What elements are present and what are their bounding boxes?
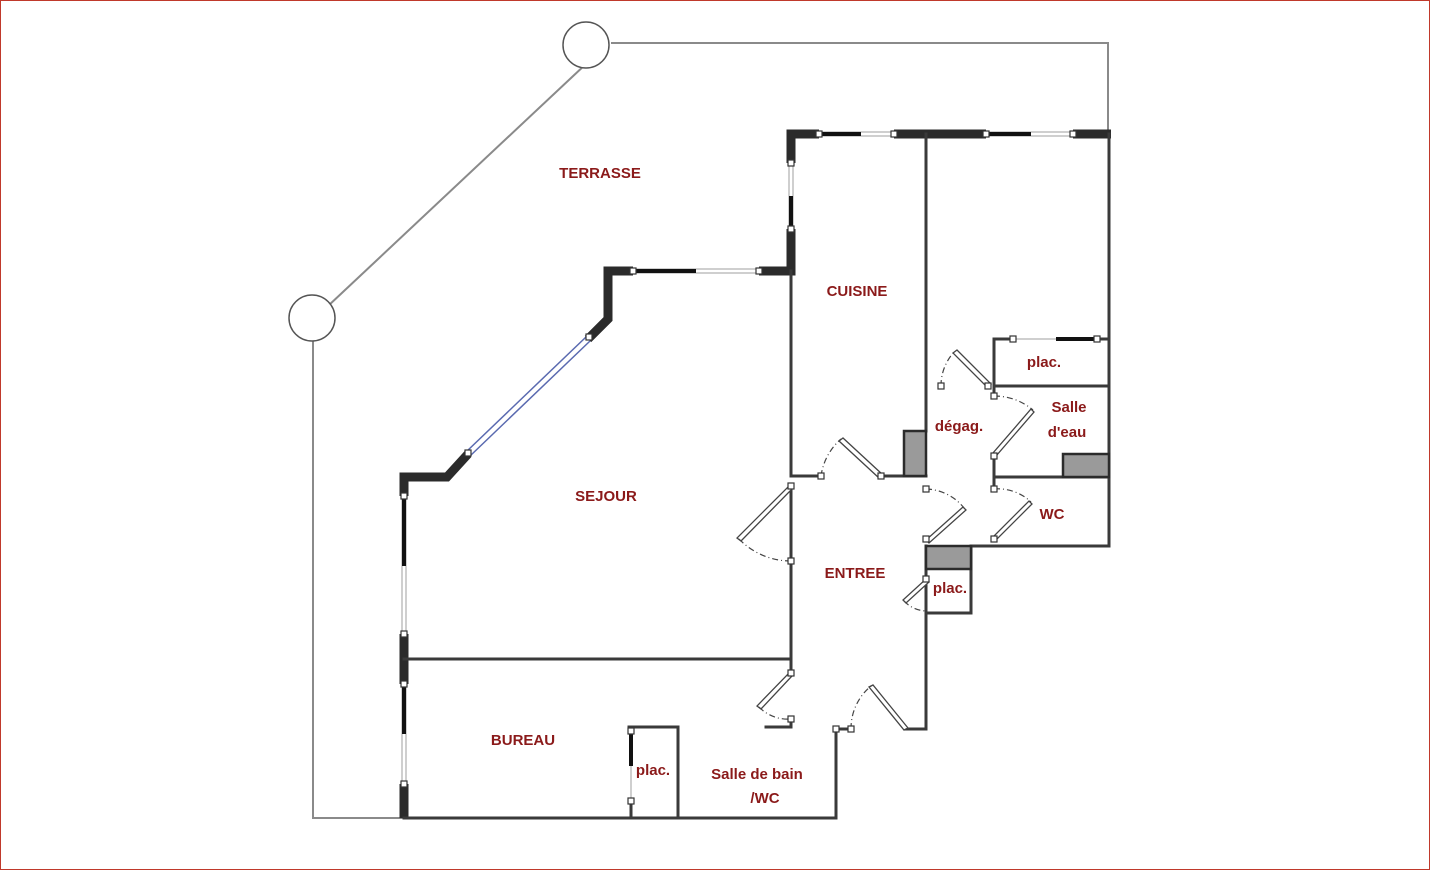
exterior-walls <box>399 129 1111 818</box>
terrace-column-top <box>562 21 610 69</box>
door-entree-degagement <box>925 488 967 544</box>
label-cuisine: CUISINE <box>827 283 888 300</box>
label-sejour: SEJOUR <box>575 488 637 505</box>
jambs <box>400 130 1101 805</box>
door-bureau <box>756 672 793 720</box>
duct-cuisine <box>902 429 928 478</box>
label-bureau: BUREAU <box>491 732 555 749</box>
interior-walls <box>402 132 1111 820</box>
label-degagement: dégag. <box>935 418 983 435</box>
label-placard-top: plac. <box>1027 354 1061 371</box>
doors <box>736 349 1035 731</box>
label-salle-bain-2: /WC <box>750 790 779 807</box>
label-placard-entree: plac. <box>933 580 967 597</box>
duct-entree <box>924 544 973 571</box>
label-wc: WC <box>1040 506 1065 523</box>
label-terrasse: TERRASSE <box>559 165 641 182</box>
label-entree: ENTREE <box>825 565 886 582</box>
terrace-column-left <box>288 294 336 342</box>
label-salle-eau-2: d'eau <box>1048 424 1087 441</box>
door-cuisine <box>820 437 885 479</box>
room-labels: TERRASSE CUISINE SEJOUR ENTREE BUREAU dé… <box>491 165 1087 807</box>
door-salle-eau <box>992 395 1035 457</box>
door-sejour <box>736 485 793 562</box>
label-salle-bain-1: Salle de bain <box>711 766 803 783</box>
door-degagement <box>940 349 992 388</box>
terrace-outline <box>288 21 1109 819</box>
label-salle-eau-1: Salle <box>1051 399 1086 416</box>
door-salle-bain <box>850 684 910 731</box>
windows <box>401 131 1097 801</box>
label-placard-bureau: plac. <box>636 762 670 779</box>
duct-salle-eau <box>1061 452 1111 479</box>
door-wc <box>993 488 1033 540</box>
ducts <box>902 429 1111 571</box>
